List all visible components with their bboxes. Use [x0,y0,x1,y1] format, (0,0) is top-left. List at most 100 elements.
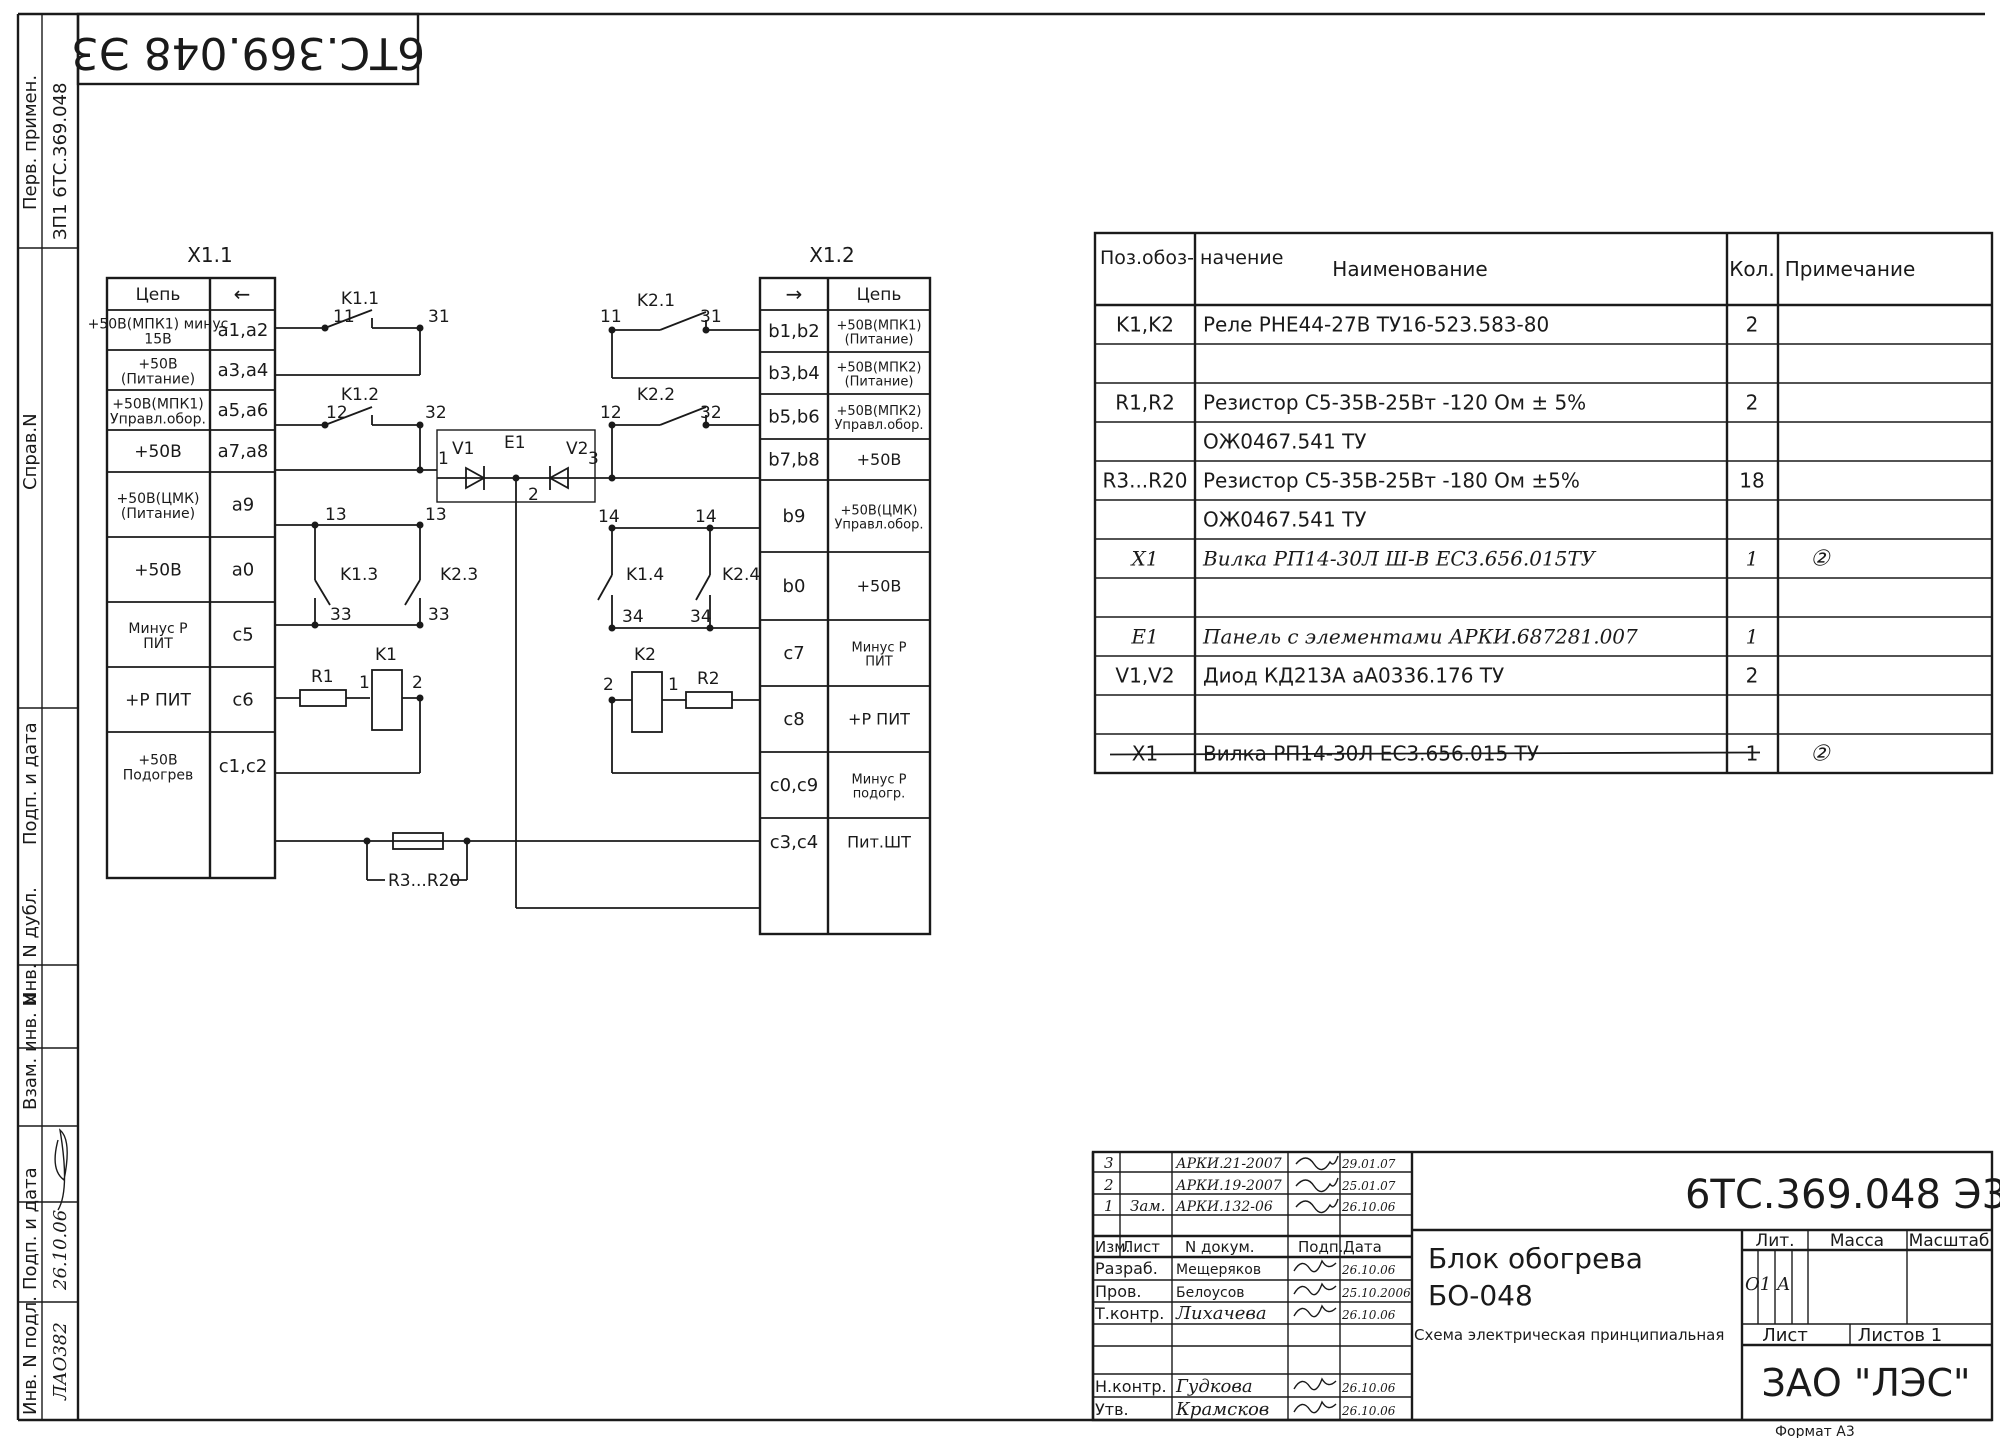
rev-doc: АРКИ.132-06 [1175,1199,1273,1215]
x11-pin: a1,a2 [218,320,269,341]
svg-text:13: 13 [425,505,447,525]
parts-pos: R1,R2 [1115,391,1175,415]
parts-name: Панель с элементами АРКИ.687281.007 [1202,625,1638,649]
x12-pin: b1,b2 [768,321,819,342]
sign-name: Крамсков [1175,1399,1269,1420]
parts-qty: 2 [1746,664,1759,688]
k24-label: K2.4 [722,565,760,585]
title-company: ЗАО "ЛЭС" [1762,1361,1971,1405]
svg-text:34: 34 [690,607,712,627]
sign-date: 25.10.2006 [1341,1286,1411,1300]
sign-role: Разраб. [1095,1259,1158,1278]
svg-text:33: 33 [428,605,450,625]
svg-text:2: 2 [603,675,614,695]
rev-zam: Зам. [1130,1197,1166,1215]
x11-row: +50В a7,a8 [107,441,275,473]
parts-header-pos: Поз.обоз- начение [1100,247,1283,269]
title-doc-type: Схема электрическая принципиальная [1414,1326,1724,1344]
sign-name: Мещеряков [1176,1262,1261,1278]
svg-text:1: 1 [668,675,679,695]
inv-dubl-label: Инв. N дубл. [20,887,41,1005]
signature-strip [54,1128,68,1211]
x11-circuit: +50В [134,442,182,462]
rev-date: 29.01.07 [1341,1157,1396,1171]
x12-row: b0 +50В [760,576,930,621]
perv-primen-value: ЗП1 6ТС.369.048 [50,83,71,240]
parts-pos: E1 [1130,625,1158,649]
x11-row: +50В(ЦМК)(Питание) a9 [107,491,275,538]
x12-circuit: +50В [857,450,902,469]
x12-pin: b0 [783,576,806,597]
rev-signature [1295,1155,1339,1171]
k12-label: K1.2 [341,385,379,405]
x11-header-arrow: ← [234,282,251,306]
x12-pin: b3,b4 [768,363,819,384]
parts-name: Реле РНЕ44-27В ТУ16-523.583-80 [1203,313,1549,337]
r2-label: R2 [697,669,720,689]
signature [1293,1400,1337,1414]
parts-name: Резистор С5-35В-25Вт -120 Ом ± 5% [1203,391,1586,415]
x11-pin: a9 [232,495,254,516]
k21-label: K2.1 [637,291,675,311]
x12-row: b5,b6+50В(МПК2)Управл.обор. [760,404,930,440]
sign-date: 26.10.06 [1341,1263,1396,1277]
sign-date: 26.10.06 [1341,1308,1396,1322]
svg-text:N докум.: N докум. [1185,1238,1255,1256]
x12-circuit: +50В(МПК2)Управл.обор. [834,404,923,433]
signature [1293,1304,1337,1318]
svg-text:1: 1 [438,449,449,469]
parts-qty: 1 [1746,547,1759,571]
x11-row: +50В(МПК1)Управл.обор.a5,a6 [107,396,275,431]
parts-header-note: Примечание [1785,257,1916,281]
svg-text:11: 11 [600,307,622,327]
sign-date: 26.10.06 [1341,1404,1396,1418]
parts-pos: K1,K2 [1116,313,1174,337]
x11-pin: a7,a8 [218,441,269,462]
svg-text:31: 31 [428,307,450,327]
svg-text:14: 14 [695,507,717,527]
k11-label: K1.1 [341,289,379,309]
rev-signature [1295,1177,1339,1193]
title-list-label: Лист [1762,1325,1808,1346]
x12-pin: c0,c9 [770,775,818,796]
k13-label: K1.3 [340,565,378,585]
sign-role: Н.контр. [1095,1377,1167,1396]
parts-qty: 1 [1746,742,1759,766]
k23-label: K2.3 [440,565,478,585]
svg-text:2: 2 [412,673,423,693]
doc-code-rotated: 6ТС.369.048 Э3 [71,27,425,78]
x12-circuit: +50В [857,577,902,596]
x12-pin: c7 [783,643,804,664]
x12-row: b3,b4 +50В(МПК2)(Питание) [760,361,930,395]
x12-row: b9+50В(ЦМК)Управл.обор. [760,504,930,553]
x11-pin: c6 [232,690,253,711]
k22-label: K2.2 [637,385,675,405]
parts-name: Резистор С5-35В-25Вт -180 Ом ±5% [1203,469,1580,493]
sign-date: 26.10.06 [1341,1381,1396,1395]
rev-num: 2 [1103,1176,1114,1194]
title-designation: 6ТС.369.048 Э3 [1685,1172,2000,1218]
sign-role: Пров. [1095,1282,1142,1301]
title-product-line1: Блок обогрева [1428,1242,1643,1275]
x11-header-circuit: Цепь [136,285,181,305]
x12-circuit: +50В(МПК2)(Питание) [837,361,922,390]
r3r20-label: R3...R20 [388,871,460,891]
x11-circuit: +50В(ЦМК)(Питание) [117,491,200,522]
x12-row: b7,b8+50В [760,450,930,481]
svg-text:11: 11 [333,307,355,327]
x12-circuit: +Р ПИТ [848,710,910,729]
title-product-line2: БО-048 [1428,1279,1533,1312]
svg-text:31: 31 [700,307,722,327]
v2-label: V2 [566,439,588,459]
svg-text:Изм.: Изм. [1095,1238,1130,1256]
x12-title: X1.2 [809,243,855,267]
svg-text:14: 14 [598,507,620,527]
